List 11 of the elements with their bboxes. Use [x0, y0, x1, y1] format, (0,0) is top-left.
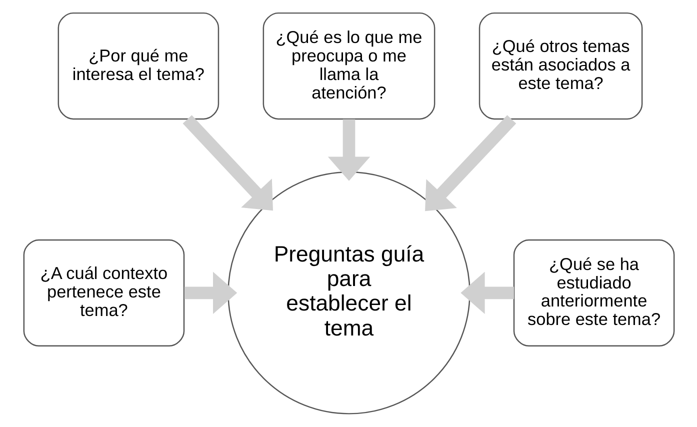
arrow: [182, 115, 272, 211]
node-box: ¿Por qué me interesa el tema?: [57, 12, 219, 120]
arrow: [184, 272, 237, 314]
arrow: [460, 272, 514, 314]
node-box: ¿Qué otros temas están asociados a este tema?: [478, 12, 642, 120]
node-circle: Preguntas guía para establecer el tema: [227, 172, 470, 414]
arrow: [424, 115, 516, 212]
arrow: [327, 119, 370, 181]
node-box: ¿Qué es lo que me preocupa o me llama la atención?: [262, 12, 435, 120]
node-box: ¿A cuál contexto pertenece este tema?: [22, 239, 184, 346]
node-box: ¿Qué se ha estudiado anteriormente sobre este tema?: [512, 239, 674, 346]
